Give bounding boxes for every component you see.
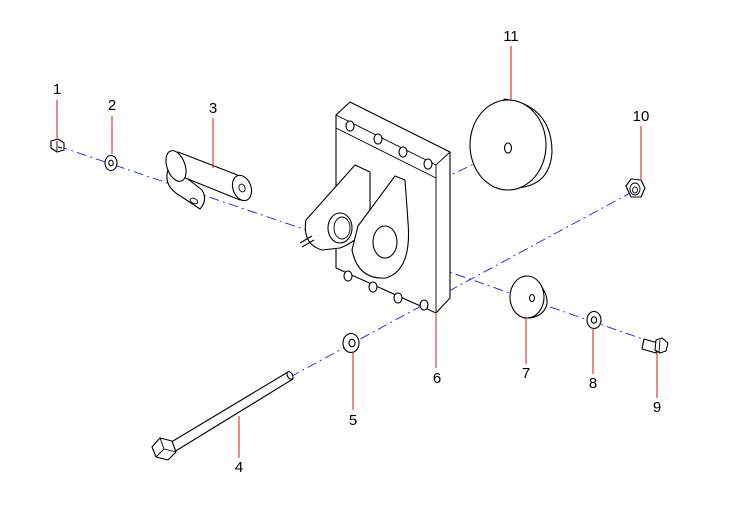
callout-8: 8	[589, 375, 597, 392]
leader-lines	[56, 46, 658, 458]
callout-9: 9	[653, 399, 661, 416]
part-10-hex-nut	[625, 178, 646, 198]
callout-3: 3	[209, 100, 217, 117]
part-7-small-disc	[509, 275, 548, 319]
part-8-washer	[586, 310, 602, 330]
callout-6: 6	[433, 370, 441, 387]
callout-5: 5	[349, 412, 357, 429]
part-4-long-bolt	[151, 371, 294, 461]
part-5-washer	[342, 332, 360, 354]
callout-labels: 1 2 3 4 5 6 7 8 9 10 11	[53, 28, 661, 476]
callout-4: 4	[235, 459, 243, 476]
part-11-large-disc	[469, 98, 553, 191]
callout-11: 11	[503, 28, 519, 45]
callout-7: 7	[522, 365, 530, 382]
callout-1: 1	[53, 81, 61, 98]
part-1-grease-fitting	[50, 138, 65, 153]
part-6-mounting-plate	[299, 101, 451, 314]
part-9-small-bolt	[641, 337, 669, 354]
part-3-flanged-pin	[165, 150, 253, 210]
callout-10: 10	[633, 108, 650, 125]
part-2-washer	[104, 154, 118, 172]
callout-2: 2	[108, 97, 116, 114]
